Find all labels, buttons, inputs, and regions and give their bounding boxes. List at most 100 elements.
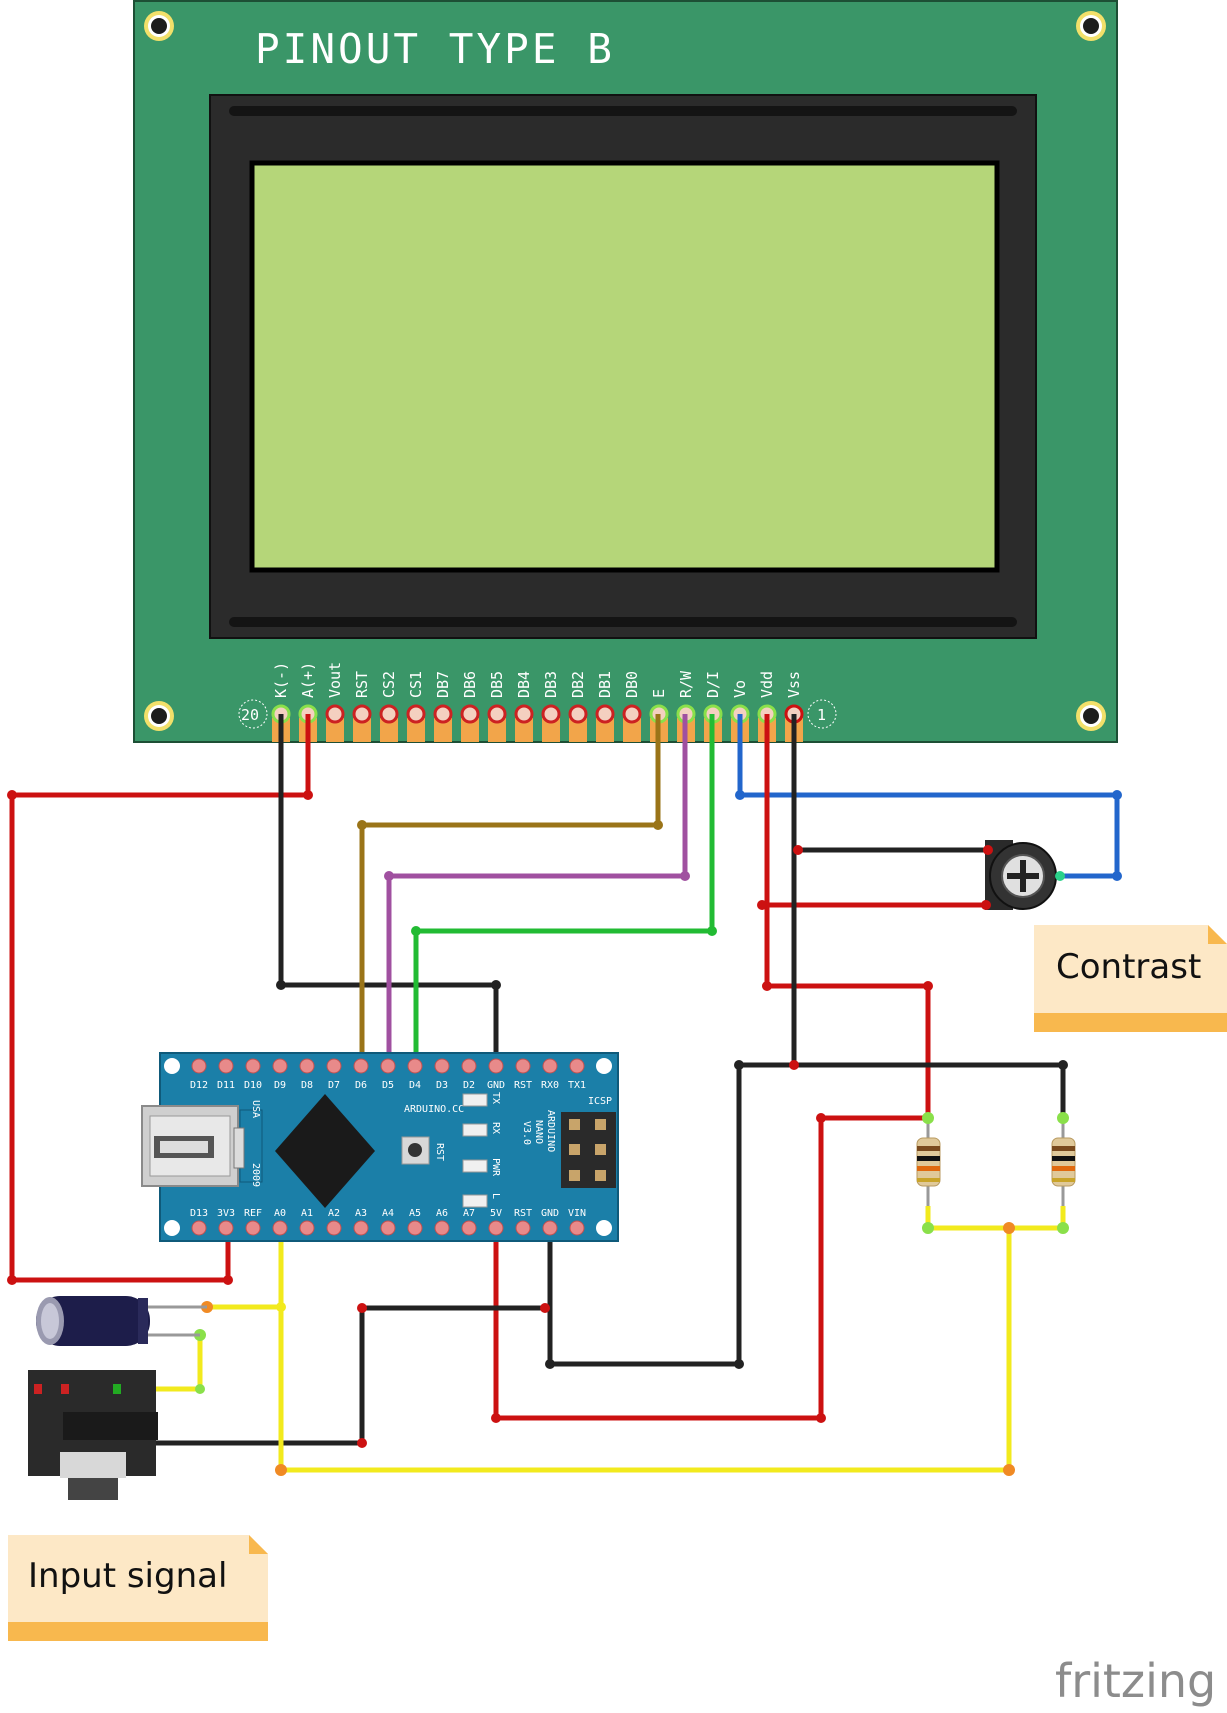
arduino-nano: ARDUINO.CC RST USA 2009 ARDUINO NANO V3.… bbox=[141, 1052, 619, 1242]
wire-red-3v3-to-anode[interactable] bbox=[9, 714, 311, 1283]
lcd-pin-label: CS2 bbox=[380, 671, 398, 698]
nano-pin-pad[interactable] bbox=[245, 1058, 261, 1074]
nano-pin-label: A4 bbox=[382, 1208, 394, 1219]
mounting-hole-bottom-right bbox=[1076, 701, 1106, 731]
nano-icsp-label: ICSP bbox=[588, 1096, 612, 1107]
lcd-pin-label: E bbox=[650, 689, 668, 698]
lcd-screen bbox=[249, 160, 1000, 573]
nano-pin-label: GND bbox=[541, 1208, 559, 1219]
lcd-pin-pad[interactable] bbox=[379, 704, 399, 724]
lcd-pin-pad[interactable] bbox=[487, 704, 507, 724]
note-contrast-text: Contrast bbox=[1056, 947, 1201, 987]
nano-pin-label: D8 bbox=[301, 1080, 313, 1091]
lcd-pin-pad[interactable] bbox=[514, 704, 534, 724]
nano-pin-pad[interactable] bbox=[569, 1220, 585, 1236]
wire-black-jack-ground[interactable] bbox=[92, 1305, 545, 1446]
lcd-pin-label: K(-) bbox=[272, 662, 290, 698]
lcd-pin-pad[interactable] bbox=[406, 704, 426, 724]
nano-pin-pad[interactable] bbox=[542, 1220, 558, 1236]
wire-red-vdd-to-pot[interactable] bbox=[764, 714, 931, 1118]
nano-pin-pad[interactable] bbox=[515, 1058, 531, 1074]
lcd-pin-pad[interactable] bbox=[325, 704, 345, 724]
nano-pin-pad[interactable] bbox=[272, 1058, 288, 1074]
nano-pin-pad[interactable] bbox=[407, 1058, 423, 1074]
microcontroller-chip bbox=[275, 1094, 375, 1208]
lcd-pin-pad[interactable] bbox=[568, 704, 588, 724]
nano-pin-pad[interactable] bbox=[461, 1058, 477, 1074]
nano-pin-pad[interactable] bbox=[434, 1220, 450, 1236]
resistor-2[interactable] bbox=[1051, 1112, 1076, 1206]
lcd-pin-pad[interactable] bbox=[541, 704, 561, 724]
nano-rst-label: RST bbox=[434, 1143, 445, 1161]
nano-pin-pad[interactable] bbox=[434, 1058, 450, 1074]
nano-pin-label: D11 bbox=[217, 1080, 235, 1091]
lcd-pin-pad[interactable] bbox=[433, 704, 453, 724]
wire-green-di-to-d4[interactable] bbox=[413, 714, 715, 1066]
nano-pin-pad[interactable] bbox=[218, 1058, 234, 1074]
nano-pin-pad[interactable] bbox=[353, 1220, 369, 1236]
lcd-header-pin bbox=[488, 718, 506, 742]
nano-pin-label: D12 bbox=[190, 1080, 208, 1091]
lcd-header-pin bbox=[542, 718, 560, 742]
wire-brown-e-to-d6[interactable] bbox=[359, 714, 661, 1066]
usb-connector[interactable] bbox=[141, 1105, 263, 1187]
nano-pin-pad[interactable] bbox=[407, 1220, 423, 1236]
nano-pin-pad[interactable] bbox=[488, 1220, 504, 1236]
lcd-pin-label: D/I bbox=[704, 671, 722, 698]
nano-pin-pad[interactable] bbox=[380, 1058, 396, 1074]
nano-pin-pad[interactable] bbox=[380, 1220, 396, 1236]
mounting-hole-bottom-left bbox=[144, 701, 174, 731]
wire-black-gnd-bus[interactable] bbox=[736, 1062, 1066, 1364]
nano-pin-pad[interactable] bbox=[245, 1220, 261, 1236]
nano-pin-pad[interactable] bbox=[299, 1220, 315, 1236]
nano-hole-bl bbox=[164, 1220, 180, 1236]
lcd-header-pin bbox=[515, 718, 533, 742]
pin-1-marker bbox=[807, 699, 837, 729]
nano-pin-pad[interactable] bbox=[542, 1058, 558, 1074]
lcd-pin-pad[interactable] bbox=[352, 704, 372, 724]
mounting-hole-top-right bbox=[1076, 11, 1106, 41]
lcd-header-pin bbox=[623, 718, 641, 742]
nano-pin-label: A7 bbox=[463, 1208, 475, 1219]
lcd-pin-pad[interactable] bbox=[595, 704, 615, 724]
nano-pin-pad[interactable] bbox=[353, 1058, 369, 1074]
icsp-header[interactable] bbox=[561, 1112, 616, 1188]
status-led-label: RX bbox=[490, 1122, 501, 1134]
nano-model-line-1: ARDUINO bbox=[545, 1110, 556, 1152]
contrast-potentiometer[interactable] bbox=[981, 840, 1065, 910]
wire-purple-rw-to-d5[interactable] bbox=[386, 714, 688, 1066]
nano-pin-pad[interactable] bbox=[272, 1220, 288, 1236]
status-led bbox=[462, 1159, 488, 1173]
nano-pin-label: 5V bbox=[490, 1208, 502, 1219]
lcd-pin-pad[interactable] bbox=[460, 704, 480, 724]
lcd-header-pin bbox=[353, 718, 371, 742]
nano-pin-pad[interactable] bbox=[461, 1220, 477, 1236]
wire-yellow-a0[interactable] bbox=[278, 1228, 1012, 1473]
lcd-header-pin bbox=[434, 718, 452, 742]
nano-pin-pad[interactable] bbox=[218, 1220, 234, 1236]
nano-pin-label: A1 bbox=[301, 1208, 313, 1219]
nano-pin-label: D9 bbox=[274, 1080, 286, 1091]
nano-pin-pad[interactable] bbox=[191, 1058, 207, 1074]
reset-button-cap[interactable] bbox=[408, 1143, 422, 1157]
nano-pin-pad[interactable] bbox=[326, 1058, 342, 1074]
resistor-1[interactable] bbox=[916, 1112, 941, 1206]
lcd-header-pin bbox=[407, 718, 425, 742]
wire-black-nano-gnd[interactable] bbox=[547, 1228, 741, 1367]
nano-pin-pad[interactable] bbox=[299, 1058, 315, 1074]
nano-hole-tl bbox=[164, 1058, 180, 1074]
nano-pin-pad[interactable] bbox=[515, 1220, 531, 1236]
nano-pin-pad[interactable] bbox=[488, 1058, 504, 1074]
nano-pin-pad[interactable] bbox=[326, 1220, 342, 1236]
nano-pin-pad[interactable] bbox=[569, 1058, 585, 1074]
nano-pin-pad[interactable] bbox=[191, 1220, 207, 1236]
lcd-pin-pad[interactable] bbox=[622, 704, 642, 724]
audio-input-jack[interactable] bbox=[28, 1370, 158, 1500]
nano-pin-headers bbox=[191, 1058, 585, 1236]
wire-yellow-divider[interactable] bbox=[925, 1206, 1066, 1231]
capacitor[interactable] bbox=[36, 1296, 207, 1346]
lcd-pin-label: DB0 bbox=[623, 671, 641, 698]
